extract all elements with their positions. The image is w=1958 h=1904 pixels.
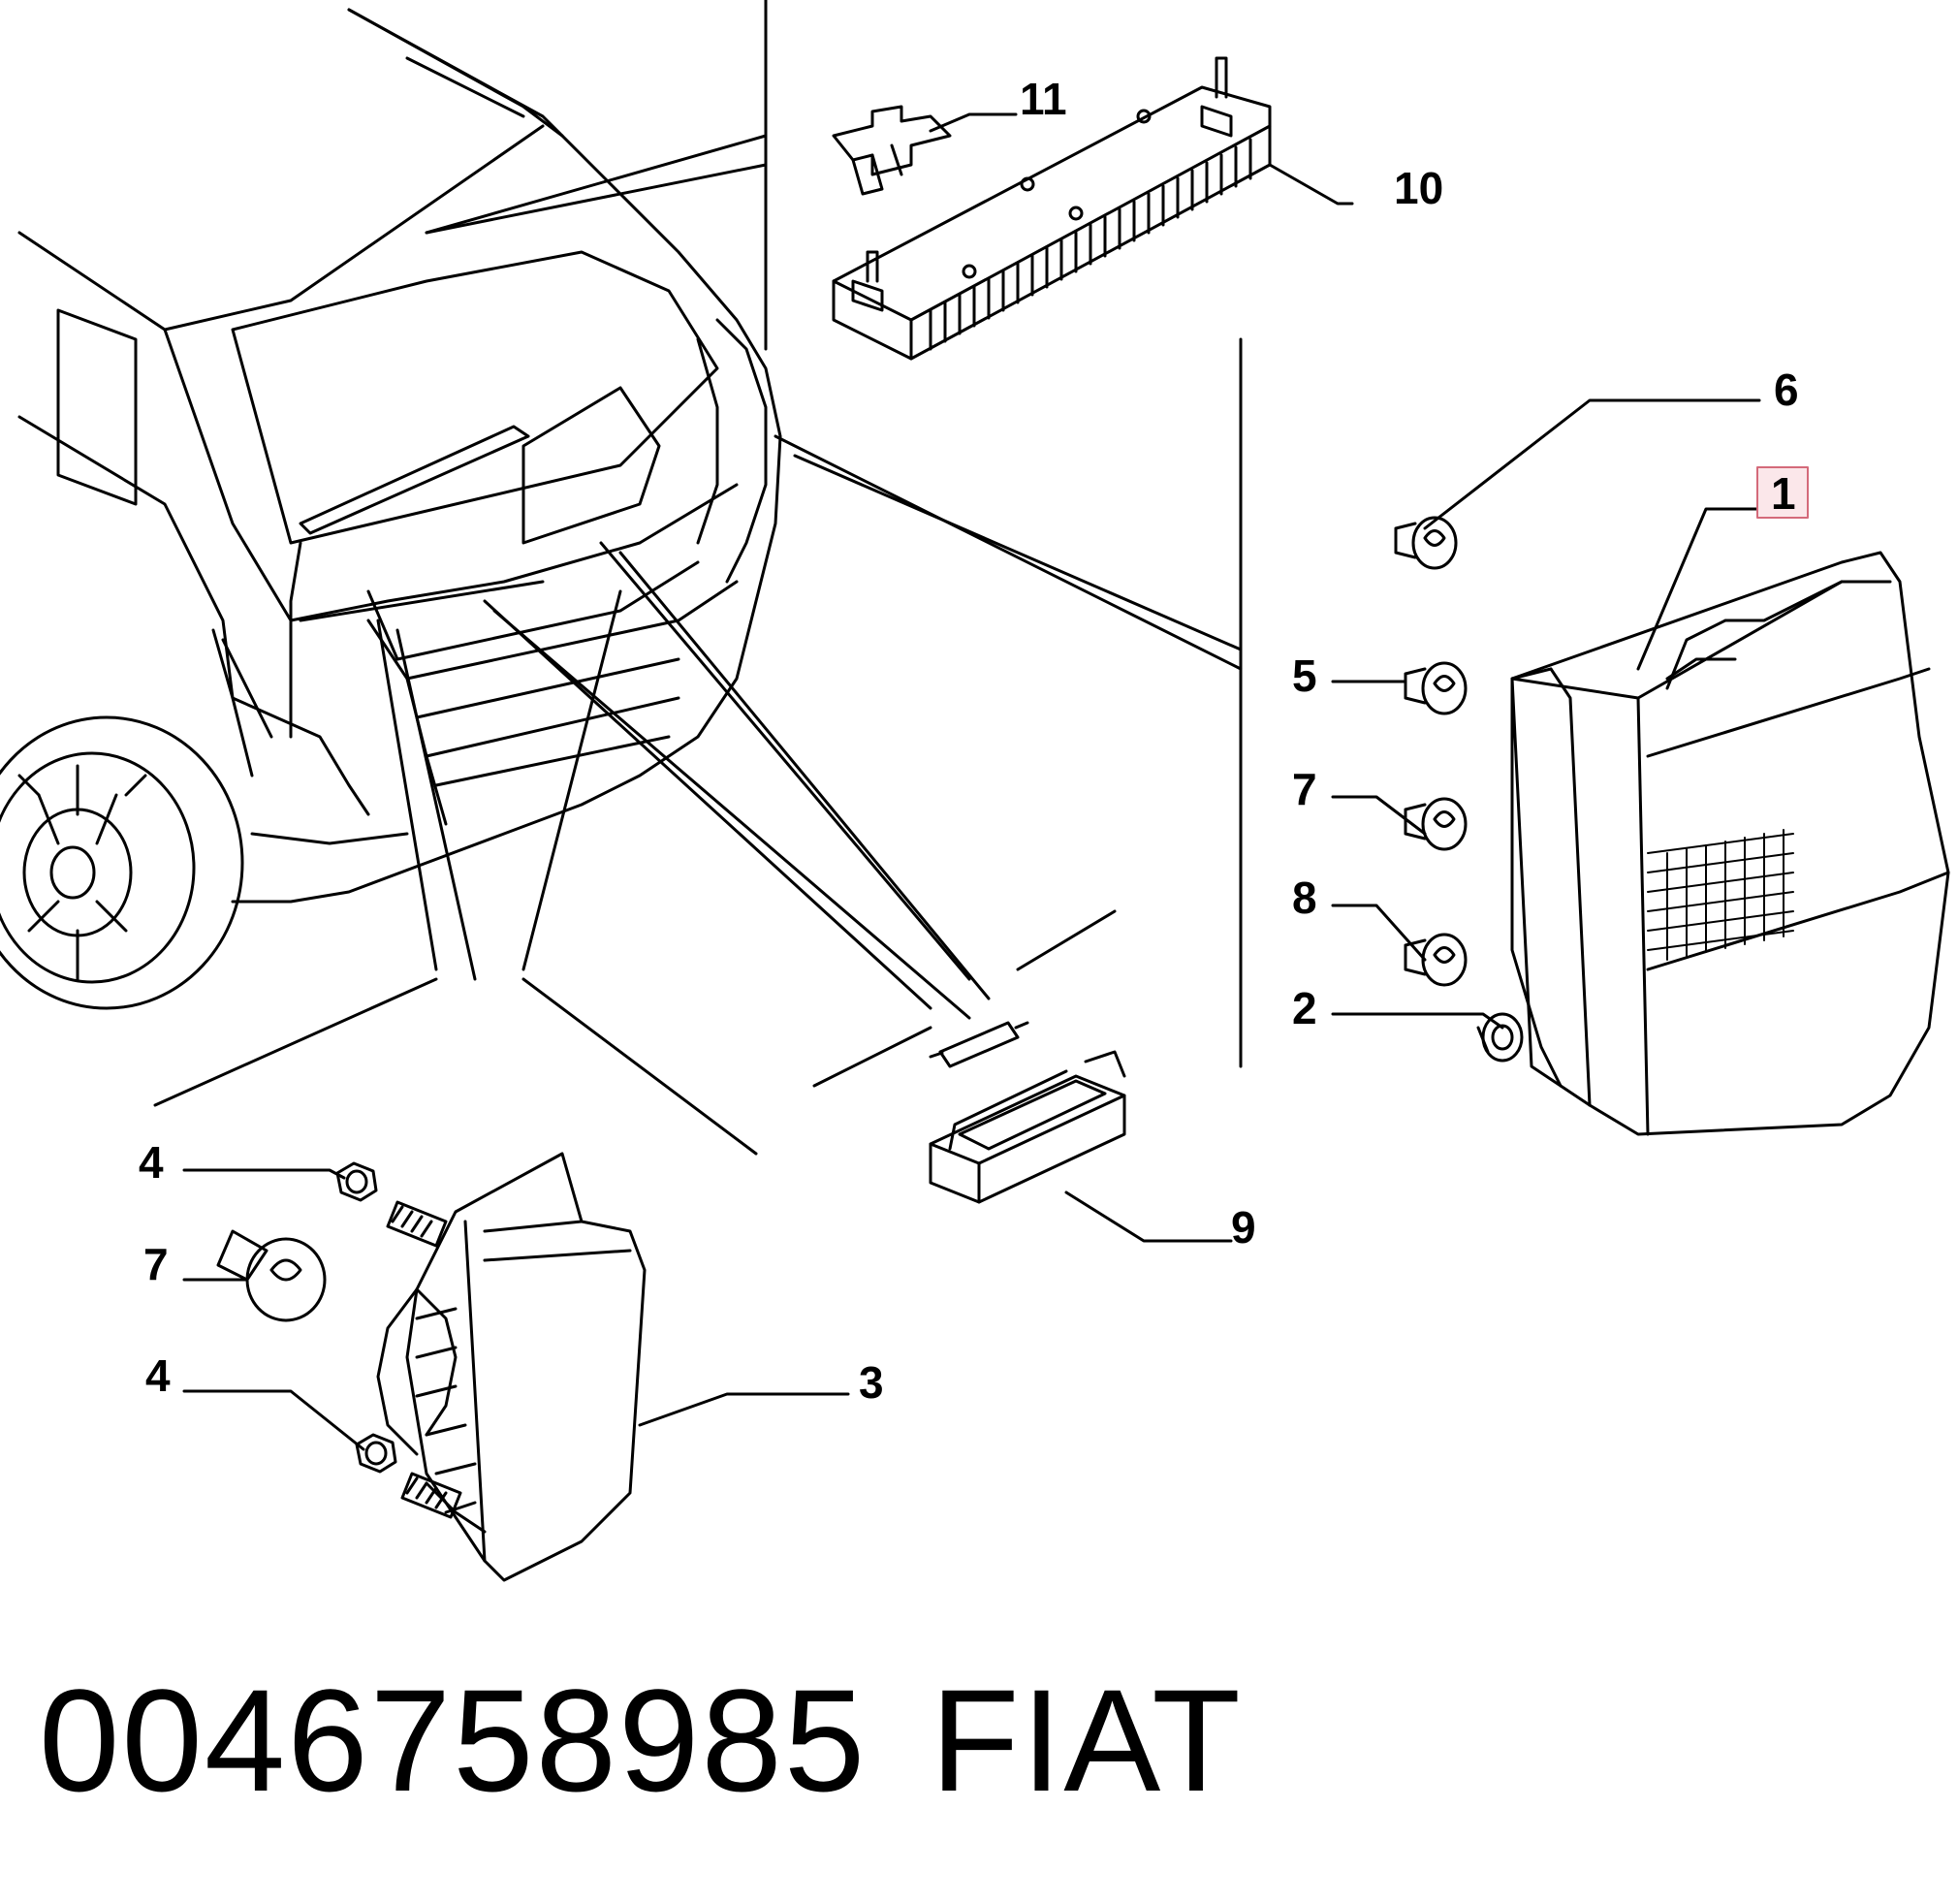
stud-upper: [386, 1200, 448, 1248]
part-1-tail-lamp: [1510, 551, 1950, 1136]
leader-lines: [153, 0, 1243, 1156]
part-11-clip: [832, 105, 952, 196]
callout-1: 1: [1771, 468, 1796, 519]
callout-8: 8: [1292, 873, 1317, 923]
callout-4-upper: 4: [139, 1137, 164, 1188]
callout-2: 2: [1292, 983, 1317, 1033]
part-9-plate-lamp: [929, 1050, 1126, 1204]
callout-3: 3: [859, 1357, 884, 1408]
callout-7-lower: 7: [143, 1239, 169, 1289]
bulb-5: [1404, 661, 1468, 715]
brand-caption: FIAT: [931, 1659, 1243, 1822]
bulb-7-lower: [216, 1229, 327, 1322]
festoon-bulb: [929, 1021, 1029, 1068]
part-2-fastener: [1476, 1012, 1524, 1063]
bulb-8: [1404, 933, 1468, 987]
nut-4-lower: [355, 1433, 397, 1474]
callout-9: 9: [1231, 1202, 1256, 1253]
callout-11: 11: [1020, 74, 1067, 124]
wheel-illustration: [0, 715, 244, 1010]
part-3-bumper-lamp: [376, 1152, 647, 1582]
nut-4-upper: [335, 1161, 378, 1202]
stud-lower: [400, 1472, 462, 1519]
callout-5: 5: [1292, 651, 1317, 701]
callout-7-upper: 7: [1292, 764, 1317, 814]
tail-lamp-reflector-pattern: [1647, 829, 1794, 961]
callout-4-lower: 4: [145, 1350, 171, 1401]
callout-10: 10: [1394, 163, 1443, 213]
car-rear-illustration: [17, 8, 782, 904]
callout-leaders: [182, 112, 1761, 1451]
bulb-7-upper: [1404, 797, 1468, 851]
callout-1-highlight: [1756, 466, 1809, 519]
callout-6: 6: [1774, 365, 1799, 415]
part-number-caption: 0046758985: [39, 1659, 868, 1822]
bulb-6: [1394, 516, 1458, 570]
